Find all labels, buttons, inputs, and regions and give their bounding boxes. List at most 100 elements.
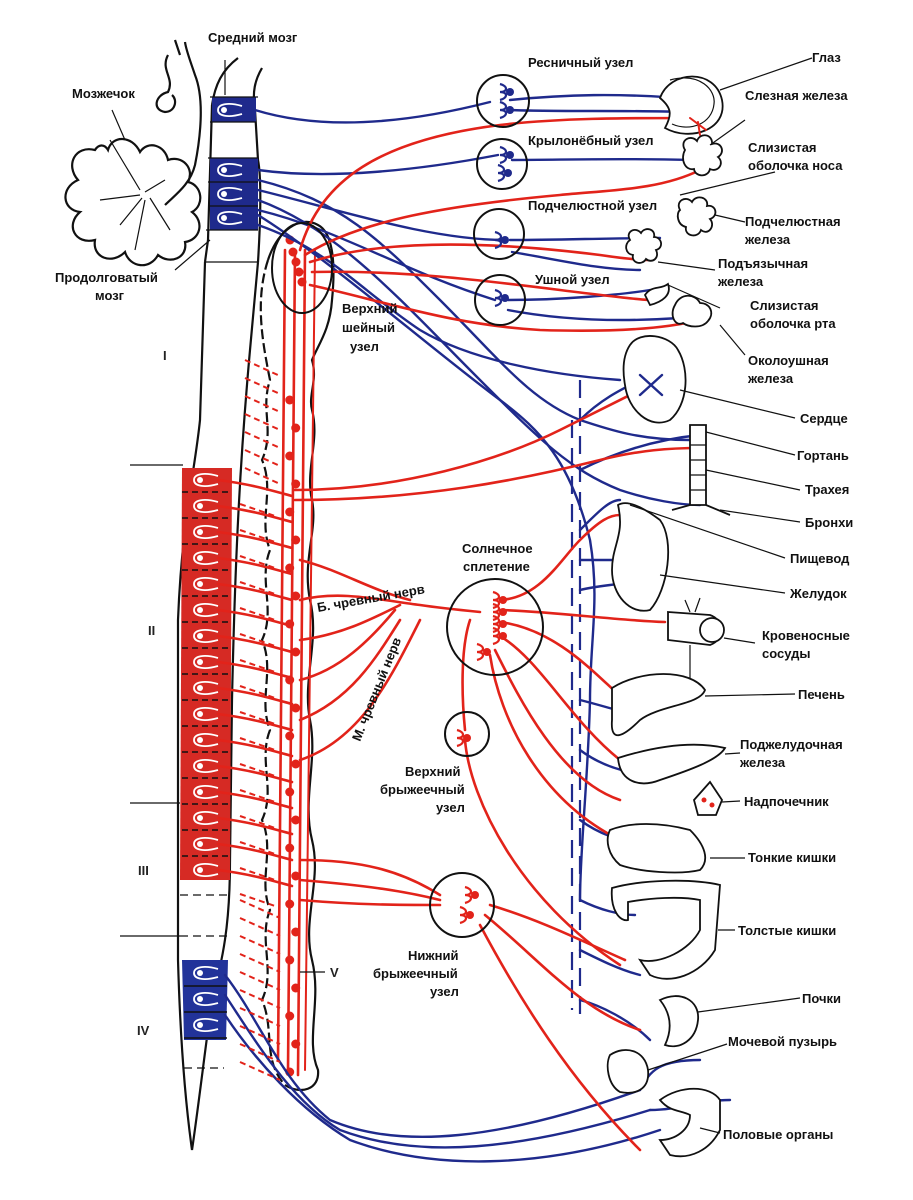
neuron-loop	[217, 103, 243, 117]
label-organ-sublingual-gland-line2: железа	[717, 274, 764, 289]
preganglionic-fiber	[216, 868, 294, 888]
kidney-organ[interactable]	[658, 995, 699, 1048]
synapse-terminal	[476, 642, 485, 662]
oral-mucosa-organ[interactable]	[643, 282, 670, 307]
gray-ramus	[239, 607, 276, 621]
eye-organ[interactable]	[658, 75, 724, 136]
neuron-body	[221, 215, 227, 221]
label-medulla-line2: мозг	[95, 288, 125, 303]
lacrimal-gland-organ[interactable]	[682, 134, 723, 177]
neuron-loop	[193, 733, 219, 747]
ciliary-ganglion[interactable]	[476, 74, 530, 128]
blood-vessels-organ[interactable]	[667, 597, 725, 680]
gray-ramus	[239, 555, 276, 569]
sympathetic-trunk-node	[285, 451, 295, 461]
neuron-body	[221, 167, 227, 173]
sacral-parasympathetic-segment	[182, 960, 228, 1040]
neuron-body	[197, 659, 203, 665]
superior-mesenteric-ganglion[interactable]	[444, 711, 490, 757]
postganglionic-neuron	[501, 236, 509, 244]
label-organ-oral-mucosa-line2: оболочка рта	[750, 316, 836, 331]
pterygopalatine-ganglion[interactable]	[476, 138, 528, 190]
organs	[606, 75, 731, 1158]
synapse-terminal	[494, 288, 503, 308]
inferior-mesenteric-ganglion[interactable]	[429, 872, 495, 938]
stomach-organ[interactable]	[611, 502, 670, 612]
larynx-trachea-organ[interactable]	[671, 424, 731, 516]
preganglionic-fiber	[216, 660, 294, 680]
submandibular-gland-organ[interactable]	[676, 196, 717, 237]
preganglionic-fiber	[216, 530, 294, 550]
synapse-terminal	[456, 728, 465, 748]
gray-ramus	[239, 815, 276, 829]
neuron-body	[197, 789, 203, 795]
superior-cervical-ganglion[interactable]	[271, 222, 333, 314]
gray-ramus	[239, 711, 276, 725]
label-organ-larynx: Гортань	[797, 448, 849, 463]
sympathetic-trunk-node	[285, 899, 295, 909]
label-organ-bronchi: Бронхи	[805, 515, 853, 530]
gray-ramus	[239, 659, 276, 673]
sympathetic-trunk-node	[291, 815, 301, 825]
pancreas-organ[interactable]	[617, 743, 727, 785]
label-lesser-splanchnic: М. чревный нерв	[349, 635, 404, 743]
synapse-terminal	[492, 626, 501, 646]
gray-ramus	[239, 971, 281, 991]
postganglionic-neuron	[506, 88, 514, 96]
gray-ramus	[239, 633, 276, 647]
liver-organ[interactable]	[611, 673, 706, 737]
gray-ramus	[244, 449, 281, 467]
label-solar-plexus-2: сплетение	[463, 559, 530, 574]
synapse-terminal	[492, 602, 501, 622]
synapse-terminal	[499, 82, 508, 102]
gray-ramus	[239, 1043, 281, 1063]
sympathetic-trunk-node	[285, 507, 295, 517]
neuron-body	[221, 191, 227, 197]
preganglionic-fiber	[216, 582, 294, 602]
neuron-loop	[193, 785, 219, 799]
label-organ-liver: Печень	[798, 687, 845, 702]
small-intestine-organ[interactable]	[606, 823, 707, 874]
adrenal-organ[interactable]	[693, 780, 724, 816]
sympathetic-trunk-node	[291, 983, 301, 993]
label-organ-submandibular-gland-line1: Подчелюстная	[745, 214, 841, 229]
neuron-loop	[193, 759, 219, 773]
postganglionic-neuron	[504, 169, 512, 177]
gray-ramus	[239, 989, 281, 1009]
gray-ramus	[239, 935, 281, 955]
gray-ramus	[239, 685, 276, 699]
sympathetic-trunk-node	[285, 395, 295, 405]
label-organ-pancreas-line2: железа	[739, 755, 786, 770]
gray-ramus	[239, 1025, 281, 1045]
preganglionic-fiber	[216, 790, 294, 810]
heart-organ[interactable]	[622, 335, 687, 424]
label-organ-parotid-line2: железа	[747, 371, 794, 386]
large-intestine-organ[interactable]	[610, 879, 721, 980]
postganglionic-neuron	[466, 911, 474, 919]
gray-ramus	[239, 581, 276, 595]
gray-ramus	[244, 413, 281, 431]
neuron-loop	[193, 473, 219, 487]
parotid-gland-organ[interactable]	[671, 294, 713, 328]
synapse-terminal	[499, 100, 508, 120]
neuron-body	[197, 477, 203, 483]
sympathetic-trunk-node	[291, 647, 301, 657]
bladder-organ[interactable]	[606, 1049, 649, 1094]
sympathetic-trunk-node	[291, 423, 301, 433]
sympathetic-trunk-node	[291, 703, 301, 713]
neuron-loop	[193, 629, 219, 643]
genital-organ[interactable]	[658, 1087, 721, 1158]
otic-ganglion[interactable]	[474, 274, 526, 326]
preganglionic-fiber	[216, 738, 294, 758]
neuron-body	[197, 633, 203, 639]
gray-ramus	[239, 1061, 281, 1081]
preganglionic-fiber	[216, 686, 294, 706]
label-organ-esophagus: Пищевод	[790, 551, 850, 566]
label-organ-trachea: Трахея	[805, 482, 849, 497]
sublingual-gland-organ[interactable]	[625, 228, 662, 264]
postganglionic-neuron	[471, 891, 479, 899]
gray-ramus	[244, 395, 281, 413]
submandibular-ganglion[interactable]	[473, 208, 525, 260]
solar-plexus[interactable]	[446, 578, 544, 676]
label-ciliary-ganglion: Ресничный узел	[528, 55, 633, 70]
